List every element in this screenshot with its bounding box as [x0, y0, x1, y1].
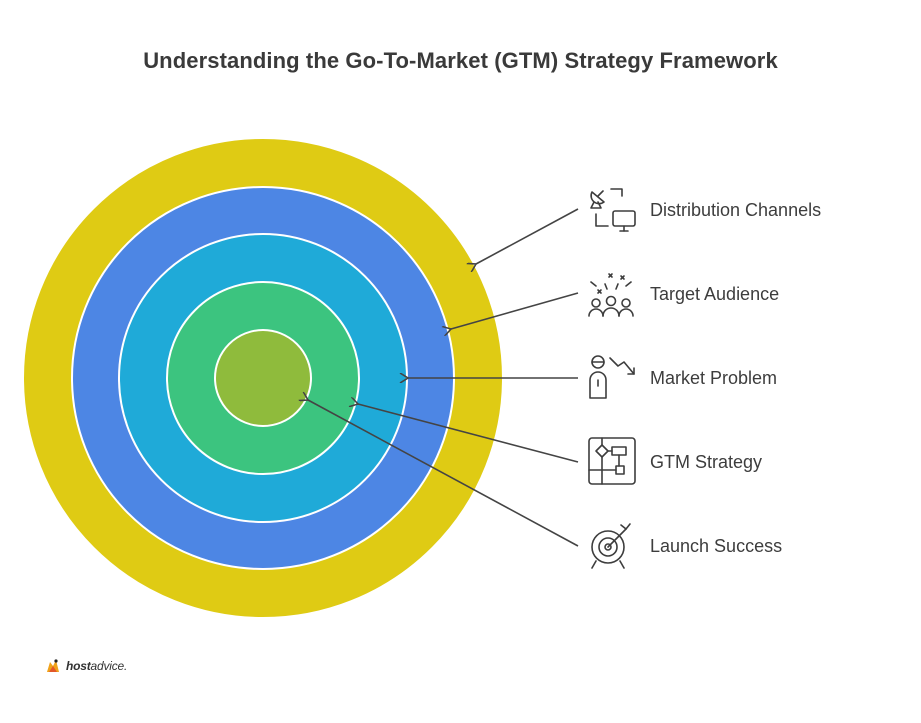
brand-text-bold: host — [66, 659, 91, 673]
label-gtm-strategy: GTM Strategy — [650, 452, 763, 472]
brand-text-rest: advice. — [90, 659, 128, 673]
brand-logo: hostadvice. — [44, 655, 127, 677]
arrow-gtm-strategy — [358, 404, 579, 463]
arrow-distribution-channels — [476, 208, 579, 264]
page-title: Understanding the Go-To-Market (GTM) Str… — [143, 48, 778, 73]
label-market-problem: Market Problem — [650, 368, 778, 388]
label-launch-success: Launch Success — [650, 536, 783, 556]
target-arrow-icon — [591, 523, 631, 569]
concentric-rings — [22, 137, 504, 619]
audience-icon — [588, 273, 634, 317]
person-problem-icon — [589, 355, 635, 399]
brand-text: hostadvice. — [66, 659, 127, 673]
flowchart-icon — [588, 437, 636, 485]
arrow-launch-success — [308, 400, 579, 547]
ring-launch-success — [214, 329, 312, 427]
hostadvice-logo-icon — [47, 659, 59, 672]
satellite-computer-icon — [590, 188, 636, 232]
label-distribution-channels: Distribution Channels — [650, 200, 822, 220]
arrow-target-audience — [451, 292, 579, 329]
label-target-audience: Target Audience — [650, 284, 780, 304]
